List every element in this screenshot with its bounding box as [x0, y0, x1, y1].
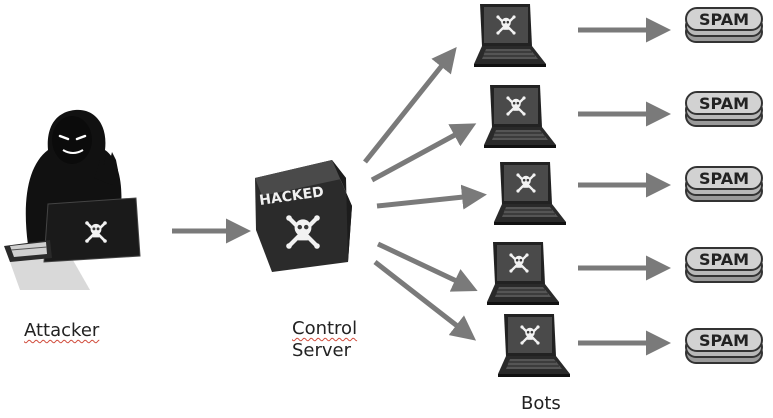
bot-laptop-icon: [474, 4, 546, 67]
attacker-label: Attacker: [24, 320, 100, 341]
control-server-label-line1: Control: [292, 318, 358, 339]
spam-cans: SPAM SPAM SPAM SPAM SPAM: [685, 7, 763, 364]
spam-can-icon: SPAM: [685, 7, 763, 43]
bot-laptop-icon: [498, 314, 570, 377]
control-server-label-line2: Server: [292, 340, 352, 361]
spam-label: SPAM: [699, 94, 749, 113]
arrow-icon: [370, 123, 477, 183]
spam-can-icon: SPAM: [685, 328, 763, 364]
arrows: [172, 17, 671, 356]
bots-label: Bots: [521, 393, 561, 414]
spam-label: SPAM: [699, 169, 749, 188]
arrow-icon: [363, 47, 457, 164]
spam-can-icon: SPAM: [685, 91, 763, 127]
bot-laptops: [474, 4, 570, 377]
bot-laptop-icon: [487, 242, 559, 305]
arrow-icon: [376, 241, 478, 292]
spam-can-icon: SPAM: [685, 247, 763, 283]
attacker-figure: [4, 109, 141, 290]
control-server-label: Control Server: [292, 318, 357, 362]
bot-laptop-icon: [484, 85, 556, 148]
control-server-cube: HACKED: [255, 160, 352, 272]
arrow-icon: [376, 184, 487, 210]
arrow-icon: [373, 260, 477, 341]
spam-label: SPAM: [699, 250, 749, 269]
spam-label: SPAM: [699, 331, 749, 350]
spam-label: SPAM: [699, 10, 749, 29]
bot-laptop-icon: [494, 162, 566, 225]
spam-can-icon: SPAM: [685, 166, 763, 202]
